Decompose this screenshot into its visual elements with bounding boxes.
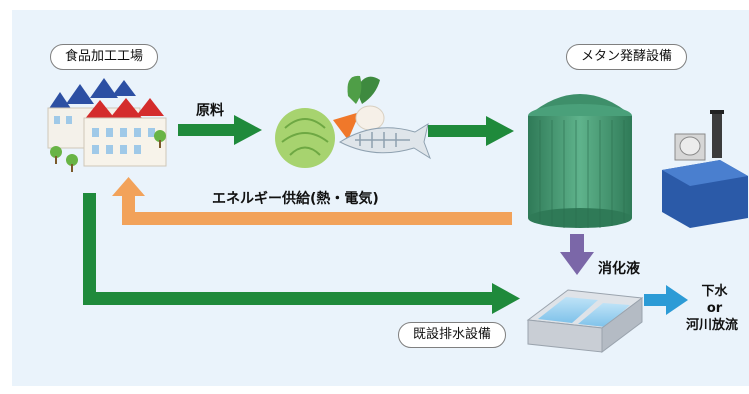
feed-arrow — [428, 116, 514, 146]
methane-facility-label: メタン発酵設備 — [566, 44, 688, 70]
digestate-label: 消化液 — [598, 261, 640, 277]
food-factory-label: 食品加工工場 — [50, 44, 159, 70]
outlet-arrow — [644, 285, 688, 315]
wastewater-arrow — [83, 193, 520, 314]
methane-tank-icon — [528, 94, 632, 228]
outlet-line-or: or — [706, 301, 723, 316]
outlet-destination-label: 下水 or 河川放流 — [680, 283, 749, 334]
outlet-line-sewer: 下水 — [701, 284, 728, 299]
vegetables-fish-icon — [275, 75, 431, 168]
energy-arrow — [112, 177, 512, 225]
raw-material-arrow — [178, 115, 262, 145]
existing-drainage-label: 既設排水設備 — [398, 322, 507, 348]
generator-icon — [662, 110, 748, 228]
digestate-arrow — [560, 234, 594, 275]
drainage-tank-icon — [526, 289, 644, 353]
factory-icon — [47, 78, 167, 172]
outlet-line-river: 河川放流 — [686, 318, 739, 333]
raw-material-label: 原料 — [196, 103, 224, 119]
energy-supply-label: エネルギー供給(熱・電気) — [212, 191, 379, 207]
